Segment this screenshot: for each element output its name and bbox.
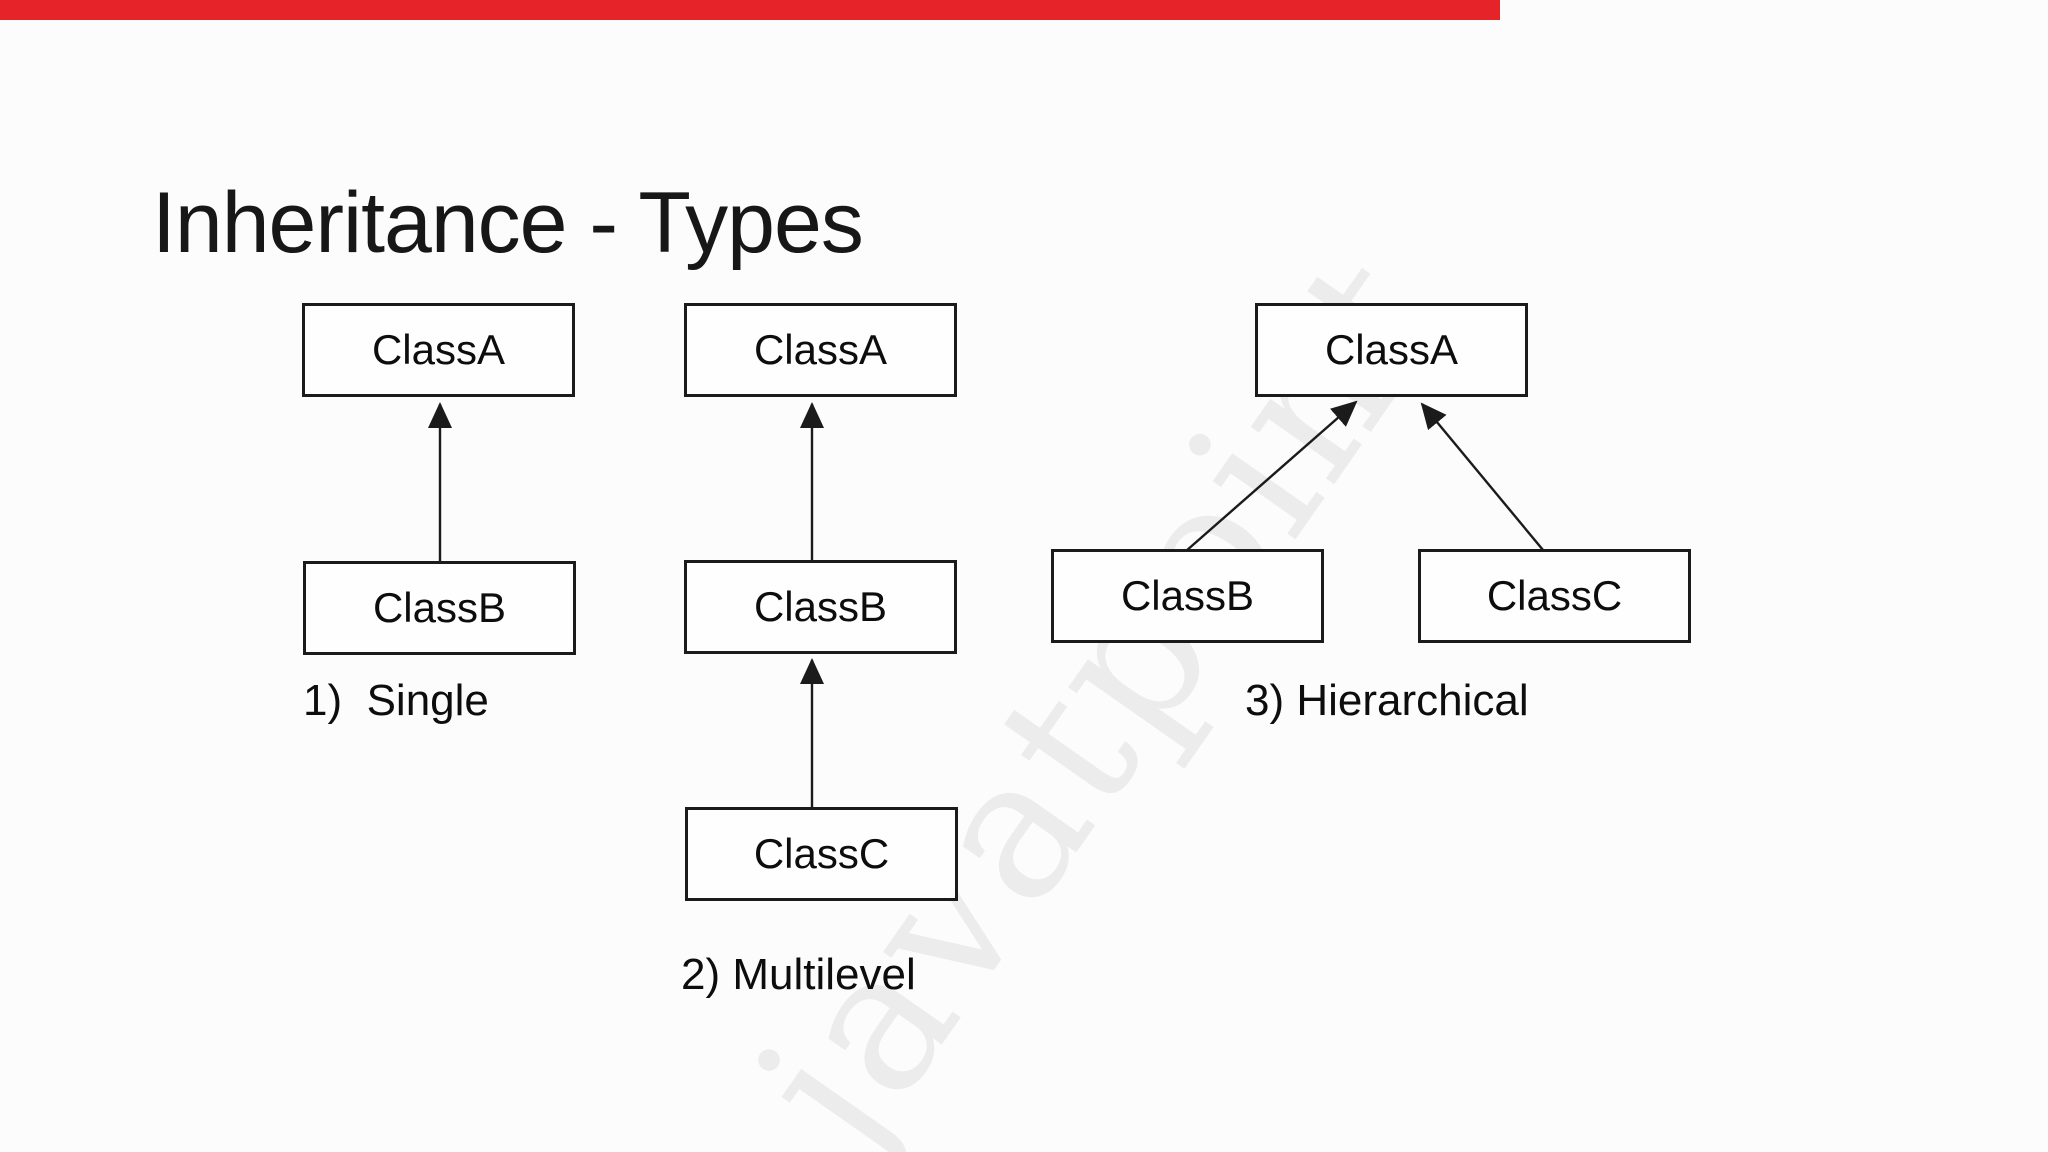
hierarchical-classA-box: ClassA — [1255, 303, 1528, 397]
multilevel-classA-label: ClassA — [753, 326, 888, 373]
multilevel-caption: 2) Multilevel — [681, 950, 916, 999]
page-title: Inheritance - Types — [152, 174, 864, 271]
multilevel-classC-label: ClassC — [753, 830, 890, 877]
multilevel-classC-box: ClassC — [685, 807, 958, 901]
arrow-hierarchical-b-to-a — [1185, 400, 1358, 552]
multilevel-classB-box: ClassB — [684, 560, 957, 654]
hierarchical-caption: 3) Hierarchical — [1245, 676, 1529, 725]
hierarchical-classC-label: ClassC — [1486, 572, 1623, 619]
arrow-hierarchical-c-to-a — [1420, 402, 1544, 551]
single-caption: 1) Single — [303, 676, 489, 725]
hierarchical-classC-box: ClassC — [1418, 549, 1691, 643]
top-progress-bar — [0, 0, 1500, 20]
single-classB-box: ClassB — [303, 561, 576, 655]
multilevel-classA-box: ClassA — [684, 303, 957, 397]
single-classB-label: ClassB — [372, 584, 507, 631]
single-classA-box: ClassA — [302, 303, 575, 397]
multilevel-classB-label: ClassB — [753, 583, 888, 630]
hierarchical-classB-label: ClassB — [1120, 572, 1255, 619]
hierarchical-classB-box: ClassB — [1051, 549, 1324, 643]
hierarchical-classA-label: ClassA — [1324, 326, 1459, 373]
single-classA-label: ClassA — [371, 326, 506, 373]
